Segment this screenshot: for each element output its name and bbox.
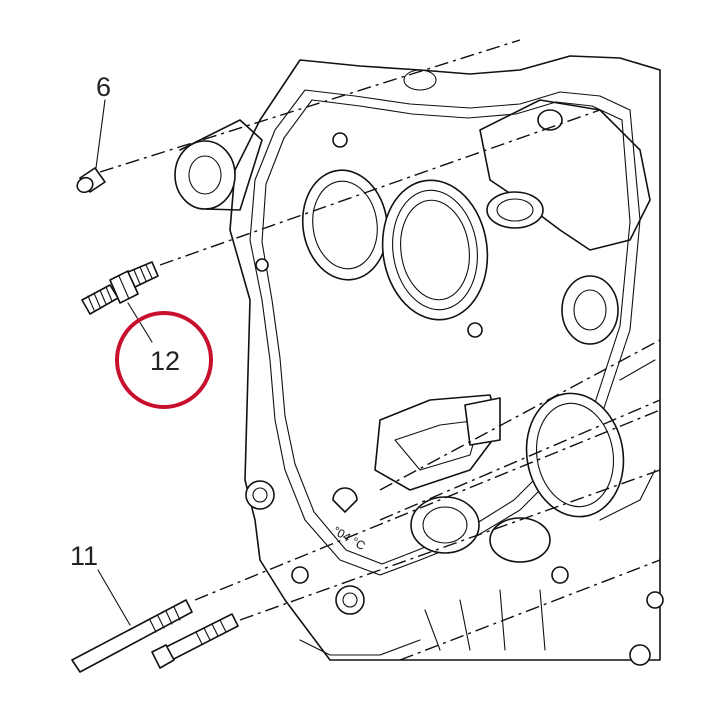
crankcase-half: °04 °C: [174, 55, 664, 666]
callout-6: 6: [96, 72, 111, 102]
long-bolts-part-11: [71, 569, 239, 673]
alignment-axes: [99, 39, 661, 661]
stud-bolt-part-12: [81, 261, 159, 343]
highlight-ring-part-12: [115, 311, 213, 409]
callout-12: 12: [150, 346, 180, 376]
dowel-pin-part-6: [76, 99, 106, 194]
casting-stamp: °04 °C: [331, 523, 369, 553]
callout-11: 11: [70, 541, 98, 571]
